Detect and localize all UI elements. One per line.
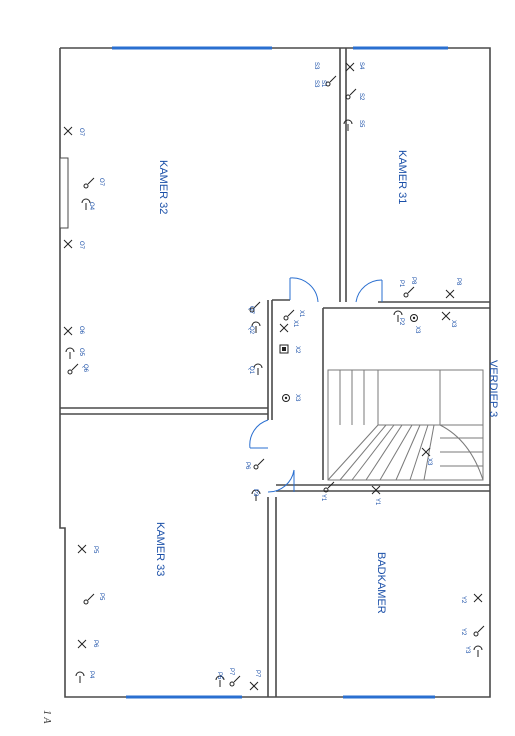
code-label: P5 [216,672,222,680]
code-label: Y2 [460,628,466,636]
detector-icon [410,314,418,322]
room-label-kamer-32: KAMER 32 [157,160,169,214]
code-label: P3 [252,489,258,497]
code-label: P7 [254,670,260,678]
lamp-icon [421,447,431,457]
detector-icon [282,394,290,402]
socket-icon [81,198,91,210]
code-label: X2 [294,346,300,354]
lamp-icon [63,239,73,249]
switch-icon [83,177,95,189]
code-label: S1 [320,80,326,88]
code-label: P6 [92,640,98,648]
lamp-icon [473,593,483,603]
staircase [327,369,484,481]
code-label: Q2 [248,326,254,335]
switch-icon [325,75,337,87]
code-label: Q7 [248,306,254,315]
room-label-kamer-33: KAMER 33 [154,522,166,576]
ventilation-icon [279,344,289,354]
room-label-badkamer: BADKAMER [375,552,387,614]
lamp-icon [249,681,259,691]
switch-icon [473,625,485,637]
code-label: P8 [410,277,416,285]
code-label: X3 [450,320,456,328]
lamp-icon [63,326,73,336]
switch-icon [253,458,265,470]
socket-icon [343,119,353,131]
doors [249,277,383,493]
switch-icon [67,363,79,375]
code-label: O7 [98,178,104,187]
socket-icon [251,321,261,333]
code-label: P5 [92,546,98,554]
code-label: P4 [88,671,94,679]
lamp-icon [63,126,73,136]
bay-window [59,157,69,229]
socket-icon [75,671,85,683]
code-label: Y1 [320,494,326,502]
code-label: O4 [88,202,94,211]
socket-icon [253,363,263,375]
code-label: S2 [358,93,364,101]
code-label: X1 [292,320,298,328]
switch-icon [283,309,295,321]
margin-note: 1 A [41,710,52,724]
code-label: P2 [398,318,404,326]
windows [59,46,448,699]
code-label: Y2 [460,596,466,604]
code-label: X3 [294,394,300,402]
code-label: P8 [455,278,461,286]
lamp-icon [77,544,87,554]
lamp-icon [445,289,455,299]
switch-icon [249,301,261,313]
switch-icon [345,88,357,100]
code-label: Q6 [82,364,88,373]
floor-label: VERDIEP 3 [487,360,499,417]
lamp-icon [371,485,381,495]
outer-walls [59,47,491,698]
code-label: P1 [398,280,404,288]
lamp-icon [441,311,451,321]
code-label: P7 [228,668,234,676]
code-label: O7 [78,241,84,250]
socket-icon [251,489,261,501]
lamp-icon [279,323,289,333]
code-label: S5 [358,120,364,128]
switch-icon [229,675,241,687]
code-label: Y3 [464,646,470,654]
code-label: O5 [78,348,84,357]
socket-icon [215,675,225,687]
code-label: X3 [414,326,420,334]
floor-label-cut: VERDIEPING 3 [499,350,511,427]
code-label: S4 [358,62,364,70]
room-label-kamer-31: KAMER 31 [396,150,408,204]
socket-icon [393,310,403,322]
switch-icon [403,286,415,298]
code-label: O7 [78,128,84,137]
code-label: X3 [426,458,432,466]
code-label: S3 [313,80,319,88]
socket-icon [65,347,75,359]
interior-walls [60,48,490,697]
code-label: O6 [78,326,84,335]
lamp-icon [345,62,355,72]
socket-icon [473,645,483,657]
code-label: P6 [244,462,250,470]
lamp-icon [77,639,87,649]
code-label: Q1 [248,366,254,375]
switch-icon [323,481,335,493]
switch-icon [83,593,95,605]
code-label: S3 [313,62,319,70]
code-label: Y1 [374,498,380,506]
code-label: X1 [298,310,304,318]
code-label: P5 [98,593,104,601]
